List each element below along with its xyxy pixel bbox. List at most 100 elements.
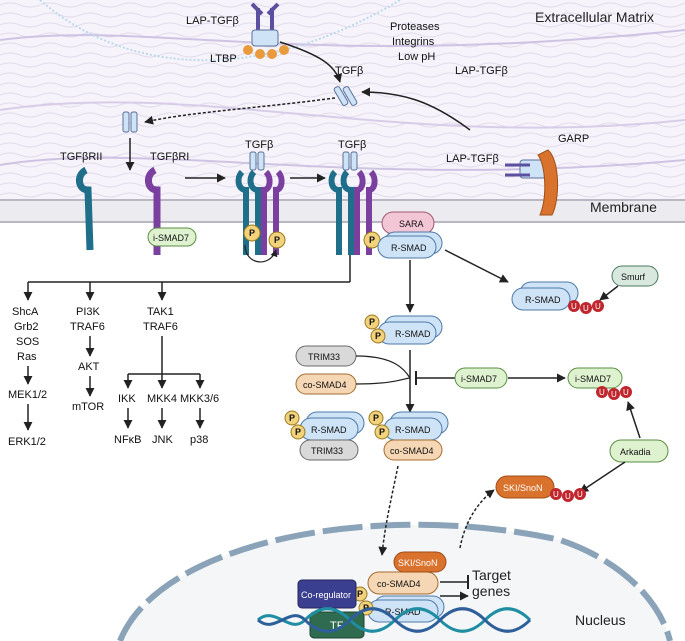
smurf-label: Smurf xyxy=(621,272,646,282)
p-r-smad-phos-2-label: P xyxy=(375,331,381,341)
r-smad-membrane xyxy=(377,235,437,259)
p38-label: p38 xyxy=(190,434,208,446)
ub-4-label: U xyxy=(599,388,605,397)
arrow-tgfb-to-receptor xyxy=(144,97,336,125)
ub-8-label: U xyxy=(565,492,571,501)
ikk-label: IKK xyxy=(118,393,136,405)
rsmad-co-phos-2-label: P xyxy=(379,427,385,437)
ub-5 xyxy=(608,388,620,400)
fiber-curve-4 xyxy=(39,0,401,62)
p-r-smad-phos-1 xyxy=(364,314,380,330)
ub-5-label: U xyxy=(611,390,617,399)
region-nucleus: Nucleus xyxy=(575,612,626,628)
lap-tgfb-label: LAP-TGFβ xyxy=(186,15,239,27)
tgfb-label-top: TGFβ xyxy=(335,65,363,77)
arrow-ski-out xyxy=(459,489,495,549)
receptor-type1-label: TGFβRI xyxy=(150,151,189,163)
dna-strand-2 xyxy=(257,607,532,633)
nuclear-ski xyxy=(393,551,447,573)
p-r-smad-label: R-SMAD xyxy=(395,329,431,339)
fiber-curve-2 xyxy=(0,101,685,129)
receptor-type2-label: TGFβRII xyxy=(60,151,102,163)
target-genes-line2: genes xyxy=(472,583,510,599)
arrow-smurf xyxy=(599,285,619,301)
ub-4 xyxy=(596,386,608,398)
r-smad-ub xyxy=(511,287,571,311)
co-smad4-bottom xyxy=(383,439,443,461)
arrow-arkadia-up xyxy=(626,401,641,439)
ub-1 xyxy=(568,300,580,312)
ub-7 xyxy=(550,488,562,500)
tak-branch-1: TRAF6 xyxy=(143,321,178,333)
p-r-smad-phos-2 xyxy=(370,328,386,344)
nuclear-ski-label: SKI/SnoN xyxy=(398,558,438,568)
arrow-into-nucleus xyxy=(378,465,399,556)
membrane-band xyxy=(0,200,685,222)
mek-label: MEK1/2 xyxy=(8,389,47,401)
rsmad-co-phos-2 xyxy=(374,424,390,440)
co-smad4-label: co-SMAD4 xyxy=(303,380,347,390)
erk-branch-1: Grb2 xyxy=(14,321,38,333)
activator-proteases: Proteases xyxy=(390,21,440,33)
rsmad-trim-label: R-SMAD xyxy=(311,425,347,435)
co-smad4-bottom-label: co-SMAD4 xyxy=(390,446,434,456)
receptor-type1 xyxy=(145,166,161,255)
p-r-smad-phos-1-label: P xyxy=(369,317,375,327)
garp-complex xyxy=(505,149,559,216)
mtor-label: mTOR xyxy=(72,401,104,413)
nuclear-phos-2-label: P xyxy=(363,603,369,613)
r-smad-ub-label: R-SMAD xyxy=(525,295,561,305)
r-smad-membrane-label: R-SMAD xyxy=(391,243,427,253)
jnk-label: JNK xyxy=(152,434,173,446)
i-smad7-ub-box xyxy=(567,367,623,389)
rsmad-trim-phos-1 xyxy=(284,410,300,426)
ub-6 xyxy=(620,386,632,398)
ub-9-label: U xyxy=(577,490,583,499)
trim33-to-path xyxy=(355,355,411,379)
i-smad7-membrane xyxy=(147,227,197,247)
pi3k-branch-0: PI3K xyxy=(76,306,101,318)
phospho-c1-a xyxy=(243,224,261,242)
ub-8 xyxy=(562,490,574,502)
activator-low-ph: Low pH xyxy=(398,51,435,63)
receptor-type2 xyxy=(76,166,94,251)
tak-branch-0: TAK1 xyxy=(147,306,174,318)
i-smad7-membrane-label: i-SMAD7 xyxy=(153,233,189,243)
arrow-phosphorylation-loop xyxy=(244,244,278,263)
arkadia-label: Arkadia xyxy=(620,447,651,457)
arrow-arkadia-ski xyxy=(579,461,626,493)
tgfb-complex1-label: TGFβ xyxy=(245,139,273,151)
activator-integrins: Integrins xyxy=(392,36,435,48)
arrow-garp-to-tgfb xyxy=(361,87,471,131)
ub-3-label: U xyxy=(595,302,601,311)
trim33-bottom-label: TRIM33 xyxy=(311,446,343,456)
ub-2 xyxy=(580,302,592,314)
rsmad-trim-phos-2 xyxy=(290,424,306,440)
receptor-complex-2 xyxy=(328,151,378,255)
erk-branch-3: Ras xyxy=(17,351,37,363)
nuclear-cosmad4-label: co-SMAD4 xyxy=(377,579,421,589)
i-smad7-mid-label: i-SMAD7 xyxy=(461,374,497,384)
phospho-c1-b-label: P xyxy=(274,235,280,245)
phospho-c1-b xyxy=(268,231,286,249)
coregulator-label: Co-regulator xyxy=(301,590,351,600)
rsmad-trim-phos-2-label: P xyxy=(295,427,301,437)
trim33-bottom xyxy=(299,439,359,461)
ub-2-label: U xyxy=(583,304,589,313)
i-smad7-mid-box xyxy=(454,367,508,389)
ltbp-label: LTBP xyxy=(210,53,237,65)
region-membrane: Membrane xyxy=(590,199,657,215)
lap-tgfb-ltbp-complex xyxy=(243,2,289,59)
rsmad-trim-phos-1-label: P xyxy=(289,413,295,423)
erk-branch-2: SOS xyxy=(16,336,39,348)
erk-label: ERK1/2 xyxy=(8,436,46,448)
garp-label: GARP xyxy=(558,133,589,145)
erk-branch-0: ShcA xyxy=(12,306,39,318)
arrow-ltbp-to-tgfb xyxy=(279,41,343,83)
phospho-c2-label: P xyxy=(369,235,375,245)
nuclear-phos-1-label: P xyxy=(357,589,363,599)
ski-snon-ub-box xyxy=(495,475,555,499)
lap-tgfb-garp-label: LAP-TGFβ xyxy=(446,153,499,165)
target-genes-line1: Target xyxy=(472,567,511,583)
